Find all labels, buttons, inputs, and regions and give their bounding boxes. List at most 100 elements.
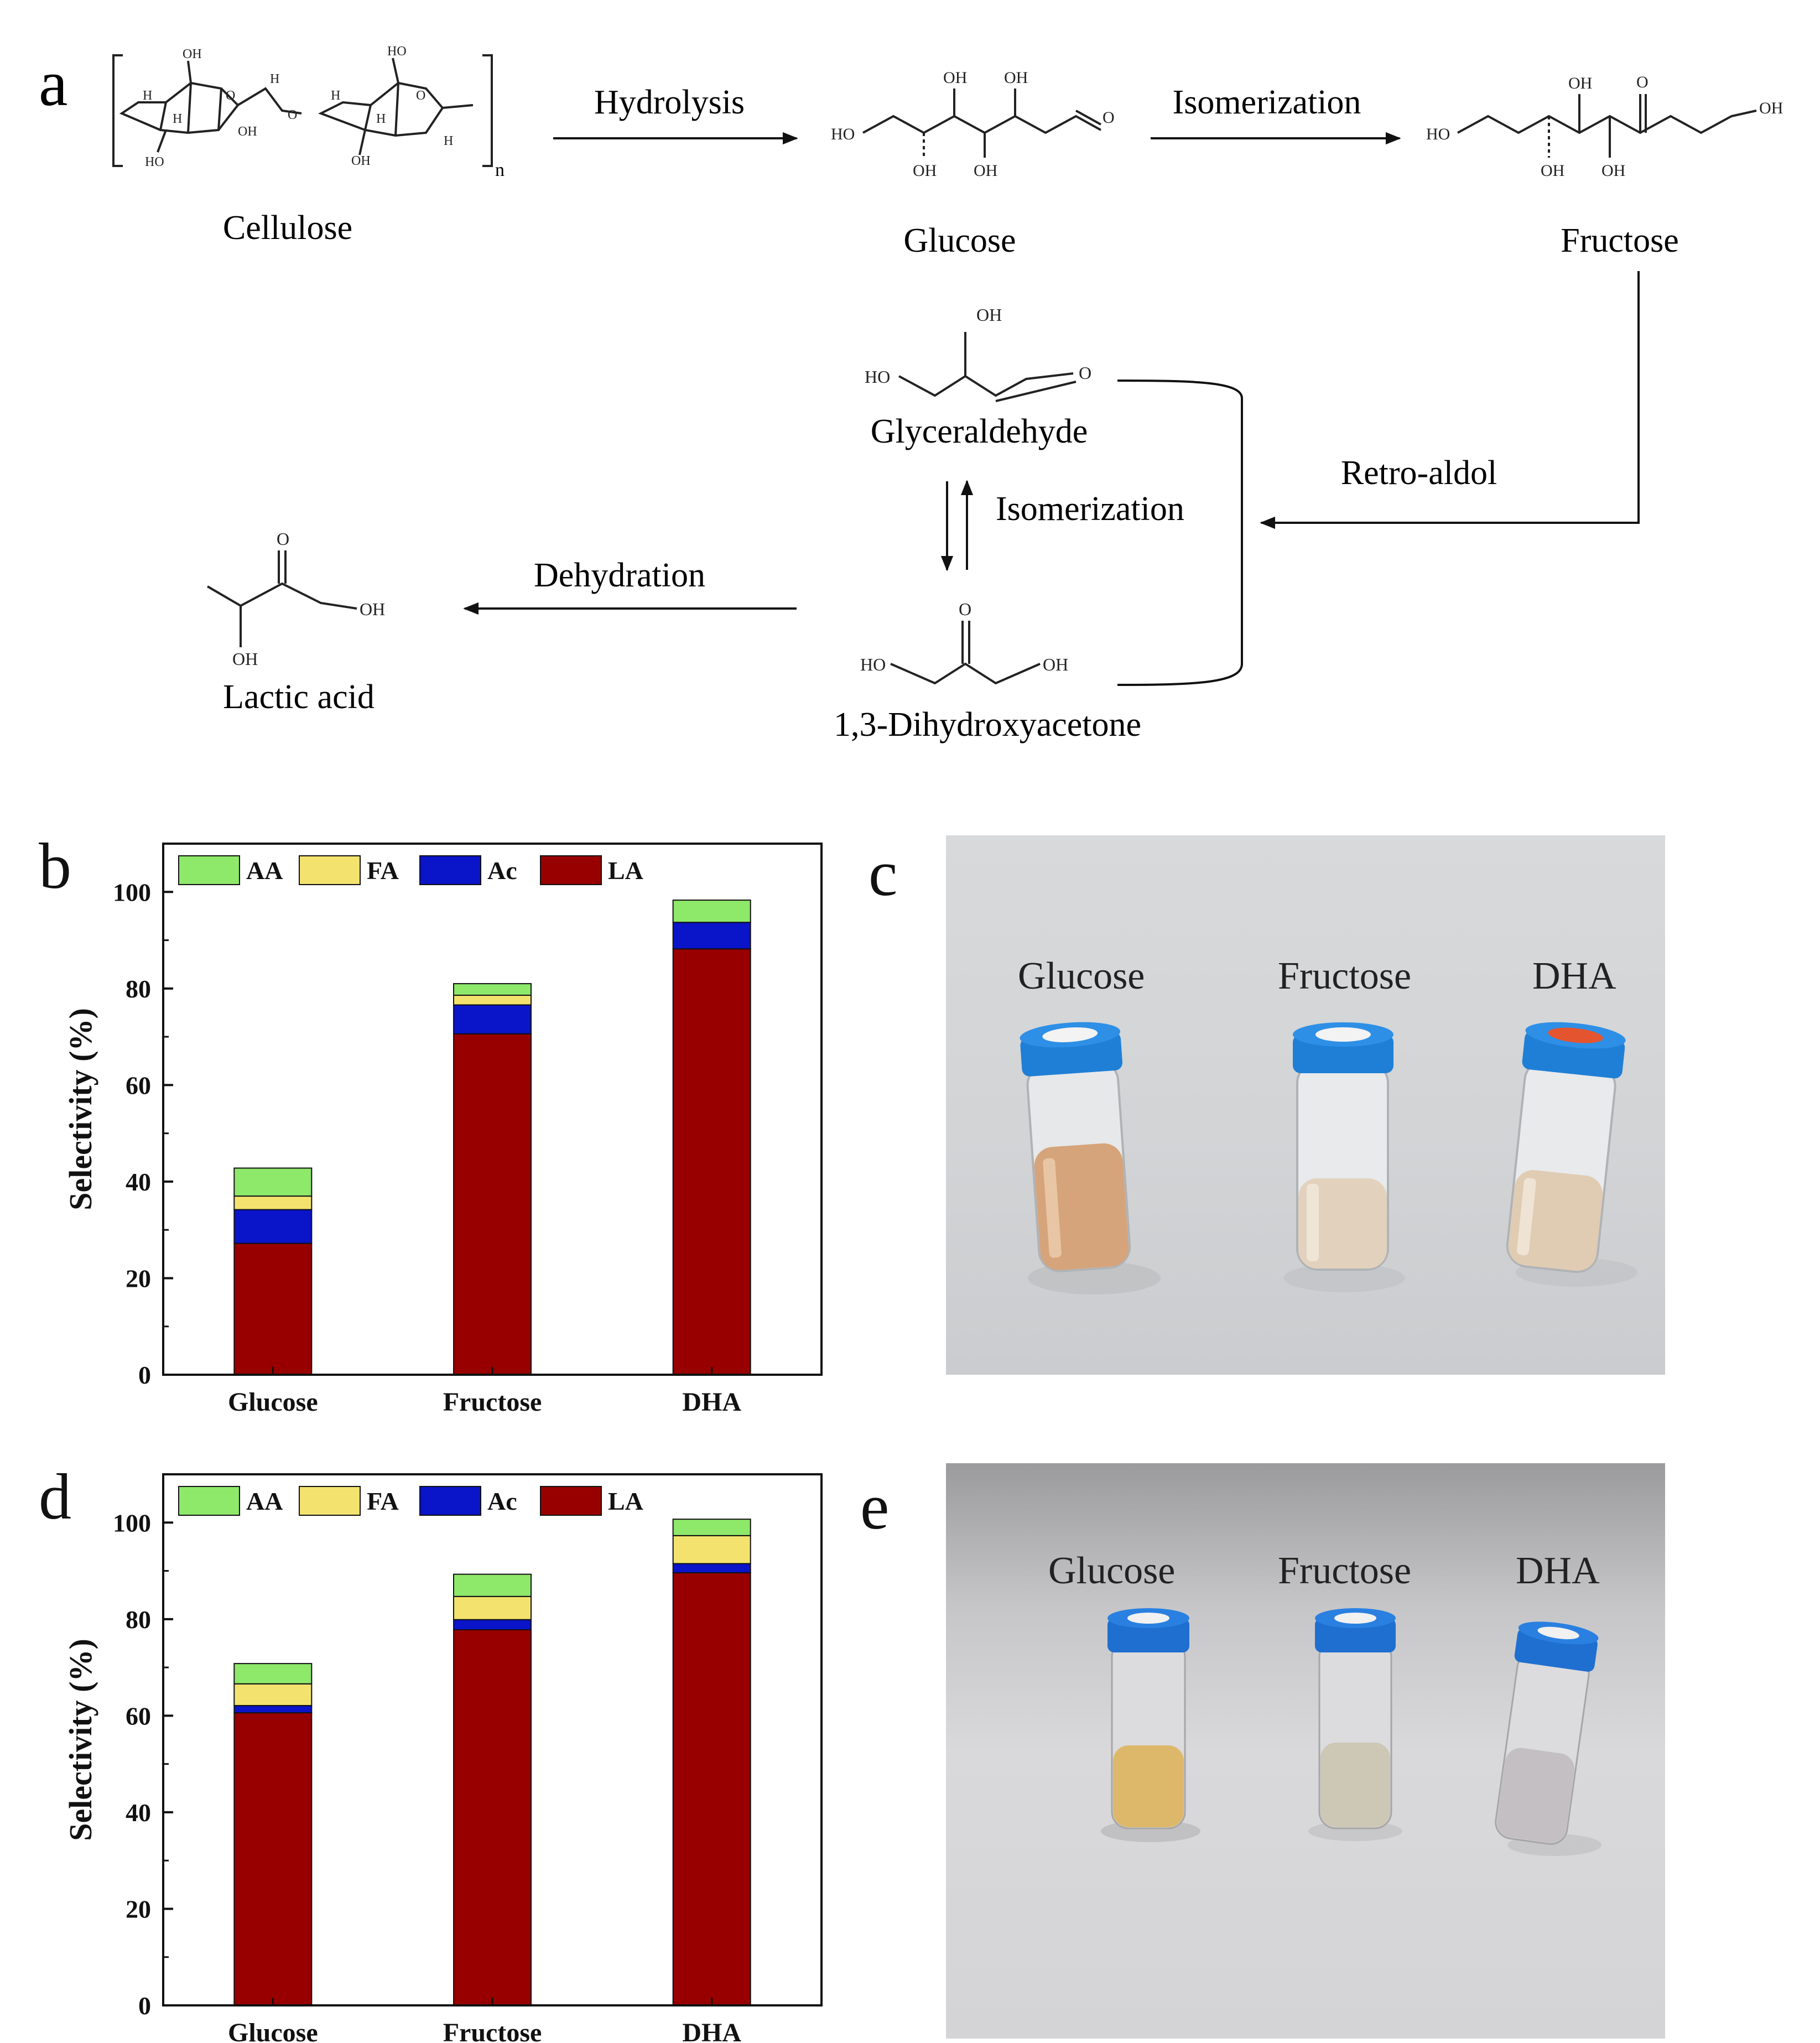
legend-label-ac: Ac: [487, 1487, 517, 1515]
legend-swatch-aa: [178, 1486, 240, 1516]
dha-atom-labels: HO O OH: [860, 599, 1068, 674]
x-tick-label-dha: DHA: [682, 1387, 741, 1416]
retro-aldol-arrow: [1260, 271, 1640, 529]
svg-text:O: O: [226, 89, 235, 103]
legend-swatch-la: [540, 855, 602, 885]
svg-text:O: O: [1079, 363, 1091, 383]
bar-fa-glucose: [233, 1195, 313, 1210]
glucose-structure: [862, 89, 1101, 158]
cellulose-label: Cellulose: [223, 209, 352, 247]
glucose-atom-labels: HO OH OH OH OH O: [831, 69, 1115, 180]
vial-e-fructose: [1315, 1608, 1396, 1829]
svg-text:OH: OH: [913, 162, 937, 180]
y-axis-label: Selectivity (%): [63, 1008, 98, 1210]
legend-label-aa: AA: [246, 856, 283, 885]
y-tick-label: 20: [126, 1895, 151, 1923]
vial-e-glucose: [1107, 1608, 1189, 1829]
svg-text:O: O: [959, 599, 971, 619]
photo-c-label-fructose: Fructose: [1278, 955, 1412, 997]
svg-text:OH: OH: [238, 124, 257, 139]
svg-text:HO: HO: [860, 654, 886, 674]
legend-swatch-aa: [178, 855, 240, 885]
cellulose-structure: [112, 54, 493, 167]
bar-aa-glucose: [233, 1167, 313, 1197]
svg-text:HO: HO: [831, 125, 855, 143]
vial-e-dha: [1495, 1621, 1599, 1845]
bar-fa-fructose: [453, 1595, 532, 1620]
legend-label-la: LA: [608, 1487, 643, 1515]
legend-swatch-ac: [419, 855, 481, 885]
legend-label-la: LA: [608, 856, 643, 885]
vial-photo-c: Glucose Fructose DHA: [946, 835, 1665, 1375]
svg-text:OH: OH: [1568, 74, 1592, 92]
svg-text:OH: OH: [360, 599, 385, 619]
svg-text:OH: OH: [232, 649, 258, 669]
y-tick-label: 40: [126, 1798, 151, 1827]
isomerization-label-1: Isomerization: [1173, 84, 1361, 121]
bar-fa-dha: [672, 1535, 751, 1564]
bar-aa-dha: [672, 900, 751, 923]
bar-la-dha: [672, 1572, 751, 2006]
hydrolysis-label: Hydrolysis: [594, 84, 745, 121]
photo-c-label-glucose: Glucose: [1018, 955, 1145, 997]
svg-text:OH: OH: [974, 162, 997, 180]
legend-swatch-fa: [299, 855, 361, 885]
svg-text:OH: OH: [1541, 162, 1564, 180]
bar-fa-glucose: [233, 1683, 313, 1707]
x-tick-label-glucose: Glucose: [228, 1387, 318, 1416]
y-tick-label: 60: [126, 1071, 151, 1099]
svg-text:HO: HO: [865, 367, 890, 387]
photo-c-label-dha: DHA: [1532, 955, 1616, 997]
svg-text:O: O: [1103, 108, 1115, 127]
vial-dha: [1506, 1022, 1626, 1273]
svg-text:HO: HO: [387, 44, 407, 59]
cellulose-repeat-n: n: [495, 160, 505, 180]
legend-label-aa: AA: [246, 1487, 283, 1515]
svg-text:HO: HO: [1426, 125, 1450, 143]
svg-text:OH: OH: [351, 154, 371, 168]
dehydration-label: Dehydration: [534, 557, 705, 594]
x-tick-label-fructose: Fructose: [443, 2018, 542, 2043]
glyceraldehyde-label: Glyceraldehyde: [871, 413, 1088, 450]
x-tick-label-glucose: Glucose: [228, 2018, 318, 2043]
svg-text:HO: HO: [145, 155, 164, 169]
svg-text:H: H: [270, 72, 279, 86]
panel-letter-a: a: [39, 47, 67, 119]
isomerization-label-2: Isomerization: [996, 490, 1184, 528]
y-tick-label: 100: [113, 878, 151, 906]
svg-text:H: H: [444, 134, 453, 148]
panel-letter-d: d: [39, 1460, 71, 1533]
c3-bracket: [1117, 380, 1243, 686]
y-tick-label: 0: [138, 1361, 151, 1389]
bar-fa-fructose: [453, 995, 532, 1006]
glyceraldehyde-atom-labels: HO OH O: [865, 305, 1091, 387]
lactic-acid-structure: [206, 550, 357, 647]
lactic-acid-label: Lactic acid: [223, 678, 375, 716]
vials-c: [1020, 1022, 1637, 1295]
vial-photo-e: Glucose Fructose DHA: [946, 1463, 1665, 2039]
fructose-label: Fructose: [1561, 222, 1679, 259]
svg-text:O: O: [277, 529, 289, 549]
bar-ac-glucose: [233, 1209, 313, 1244]
y-tick-label: 0: [138, 1992, 151, 2020]
photo-e-label-glucose: Glucose: [1048, 1550, 1176, 1592]
legend-label-ac: Ac: [487, 856, 517, 885]
legend-swatch-fa: [299, 1486, 361, 1516]
legend-swatch-la: [540, 1486, 602, 1516]
bar-la-glucose: [233, 1243, 313, 1375]
svg-text:H: H: [376, 112, 386, 126]
reaction-scheme: a OH HO O O O HO OH OH H H H H H H n Cel…: [39, 44, 1783, 744]
lactic-acid-atom-labels: O OH OH: [232, 529, 385, 669]
bar-ac-dha: [672, 1563, 751, 1574]
bar-aa-glucose: [233, 1663, 313, 1685]
legend-swatch-ac: [419, 1486, 481, 1516]
svg-text:O: O: [288, 108, 297, 122]
y-tick-label: 20: [126, 1264, 151, 1292]
panel-letter-e: e: [860, 1470, 890, 1543]
legend-label-fa: FA: [367, 1487, 399, 1515]
x-tick-label-dha: DHA: [682, 2018, 741, 2043]
svg-text:OH: OH: [1601, 162, 1625, 180]
x-tick-label-fructose: Fructose: [443, 1387, 542, 1416]
